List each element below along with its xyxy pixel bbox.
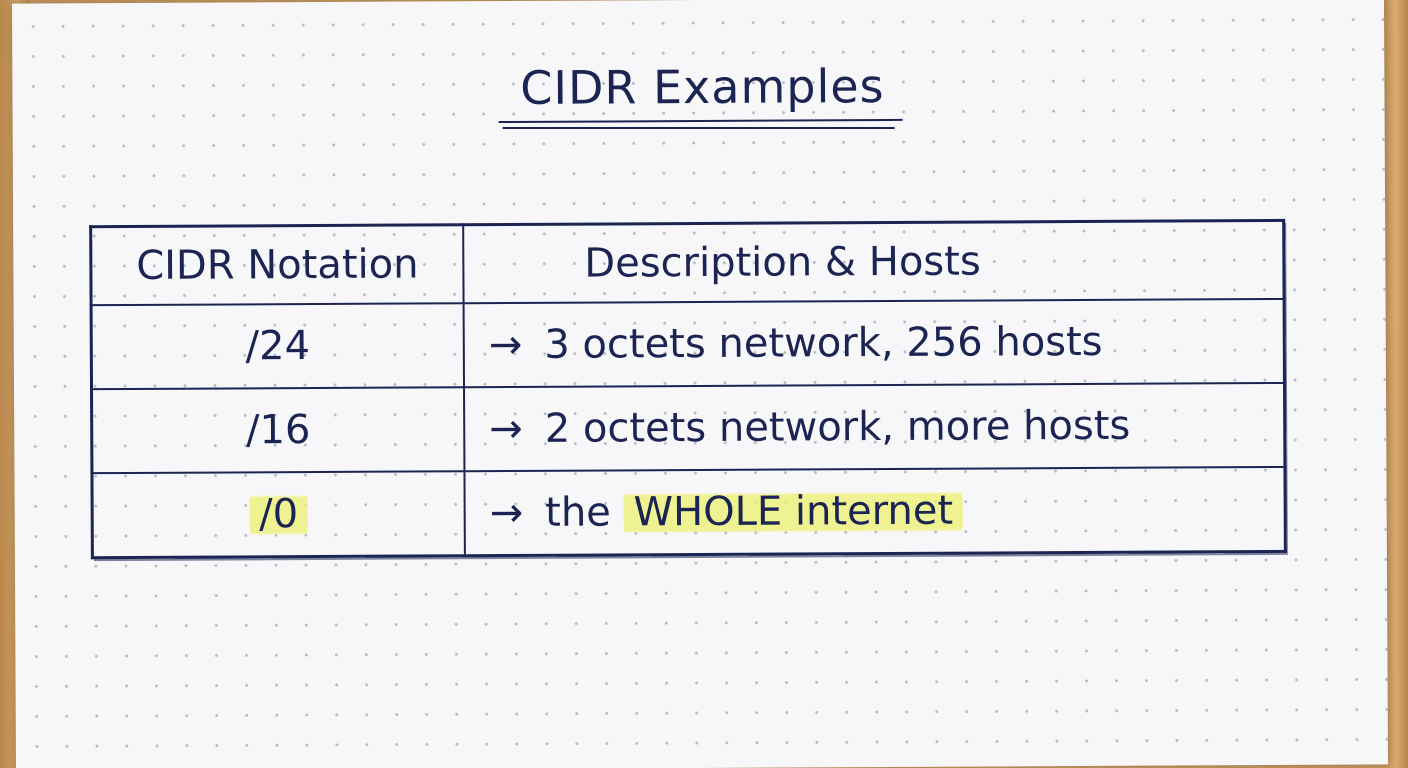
table-row: /24 → 3 octets network, 256 hosts (91, 298, 1285, 390)
cidr-cell: /0 (91, 471, 465, 558)
highlighted-description: WHOLE internet (623, 487, 964, 536)
cidr-table: CIDR Notation Description & Hosts /24 → 3… (89, 218, 1287, 560)
dot-grid-paper: CIDR Examples CIDR Notation Description … (11, 0, 1389, 768)
cidr-cell: /24 (91, 303, 465, 390)
title-underline (498, 118, 903, 124)
page-title: CIDR Examples (520, 59, 885, 115)
description-cell: → the WHOLE internet (464, 466, 1286, 556)
header-cidr-notation: CIDR Notation (90, 224, 464, 306)
right-arrow-icon: → (489, 405, 523, 453)
highlighted-cidr: /0 (249, 491, 309, 538)
right-arrow-icon: → (489, 489, 524, 537)
title-double-underline (502, 127, 895, 130)
description-cell: → 2 octets network, more hosts (464, 382, 1285, 472)
header-description-hosts: Description & Hosts (463, 220, 1285, 304)
right-arrow-icon: → (488, 321, 523, 369)
description-text: 2 octets network, more hosts (544, 402, 1131, 452)
description-cell: → 3 octets network, 256 hosts (463, 298, 1285, 388)
description-text: 3 octets network, 256 hosts (544, 318, 1103, 368)
table-header-row: CIDR Notation Description & Hosts (90, 220, 1285, 306)
desk-surface-right (1384, 0, 1408, 768)
table-row: /0 → the WHOLE internet (91, 466, 1286, 558)
cidr-cell: /16 (91, 387, 465, 474)
description-prefix: the (545, 489, 611, 536)
table-row: /16 → 2 octets network, more hosts (91, 382, 1285, 474)
